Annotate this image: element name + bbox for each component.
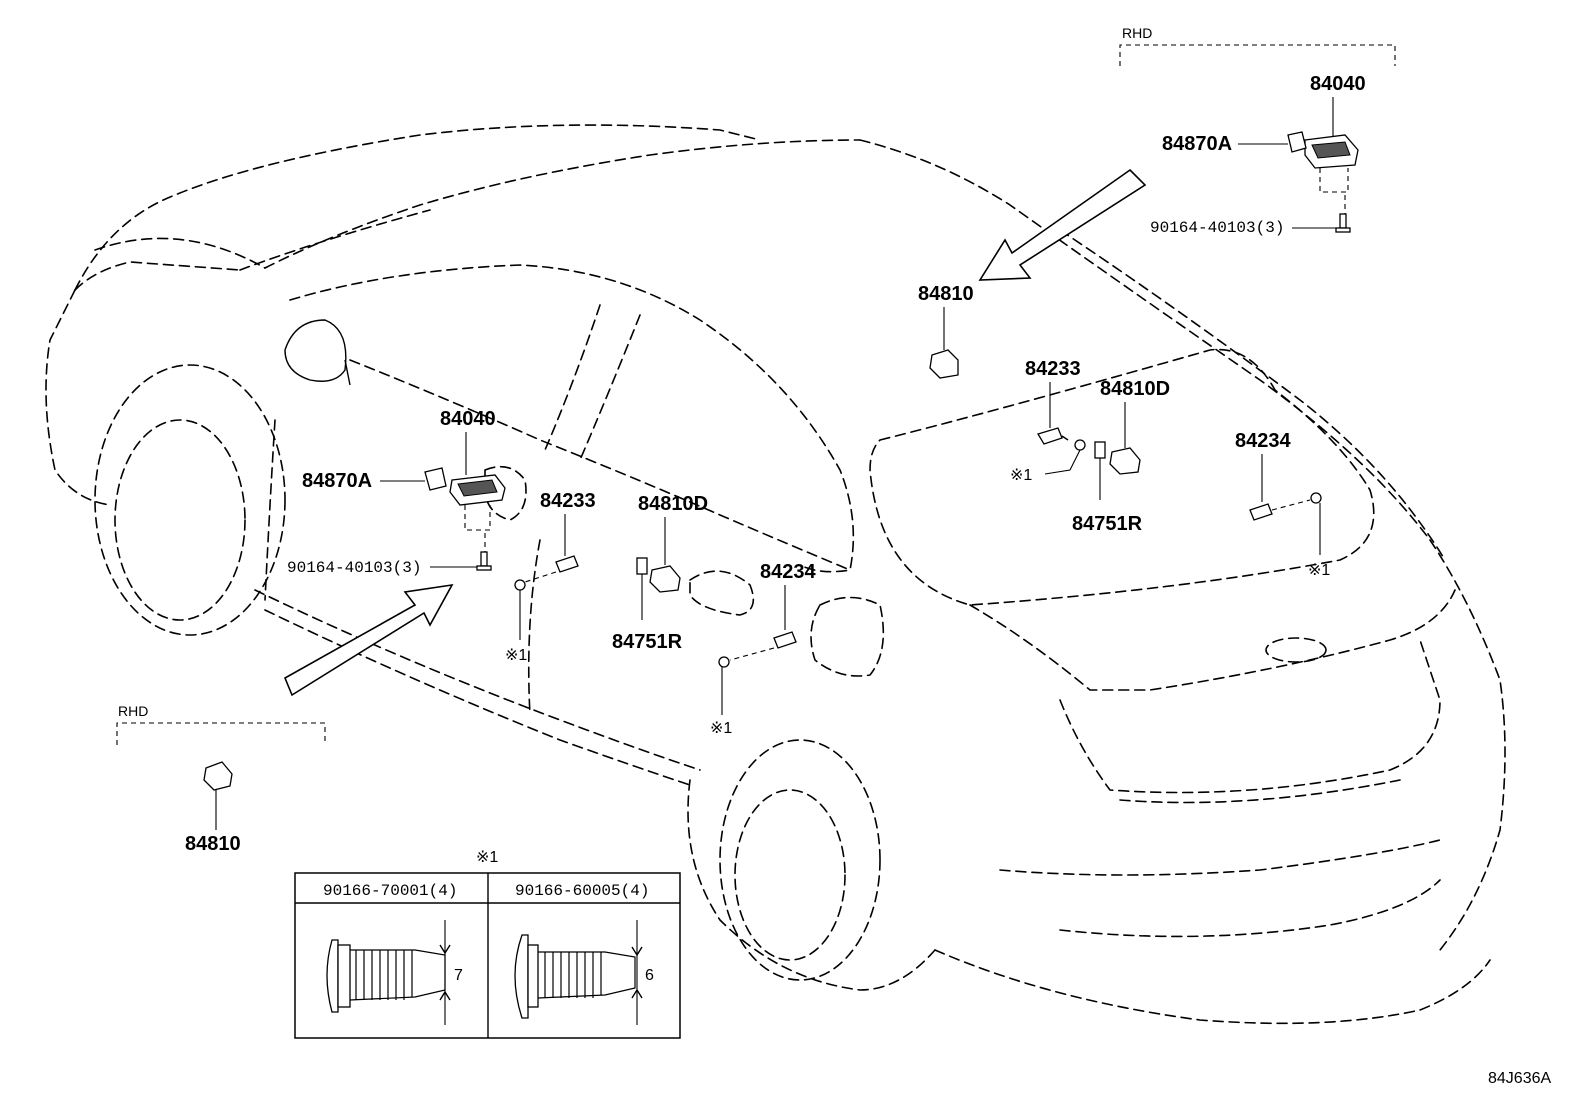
clip-ref1-b [1310, 492, 1322, 504]
switch-84810D-right [1109, 447, 1141, 475]
part-84234-left-label: 84234 [760, 561, 816, 583]
rhd-bottom-label: RHD [118, 703, 148, 719]
ref1-a-label: ※1 [1010, 467, 1032, 484]
clip-ref1-c [514, 579, 526, 591]
direction-arrow-right [978, 168, 1147, 281]
part-84751R-left-label: 84751R [612, 631, 683, 653]
part-84810D-right-label: 84810D [1100, 378, 1170, 400]
screw-left [476, 551, 492, 571]
part-84810-mid-label: 84810 [918, 283, 974, 305]
sensor-84233-right [1037, 427, 1069, 445]
switch-84810-bottom [203, 761, 233, 791]
fastener-table: ※1 90166-70001(4) 90166-60005(4) 7 6 [294, 849, 681, 1039]
ref1-b-label: ※1 [1308, 562, 1330, 579]
rhd-top-group: RHD 84040 84870A 90164-40103(3) [1119, 25, 1396, 237]
table-col1-dim: 7 [454, 967, 463, 984]
part-84233-right-label: 84233 [1025, 358, 1081, 380]
screw-left-label: 90164-40103(3) [287, 559, 421, 577]
power-window-switch-left [449, 474, 506, 506]
switch-84810-mid [929, 349, 959, 379]
part-84870A-left-label: 84870A [302, 470, 372, 492]
part-84040-top-label: 84040 [1310, 73, 1366, 95]
clip-ref1-d [718, 656, 730, 668]
power-window-switch-top [1304, 134, 1359, 169]
part-84810-bottom-label: 84810 [185, 833, 241, 855]
screw-top-label: 90164-40103(3) [1150, 219, 1284, 237]
connector-84751R-left [636, 557, 648, 575]
car-body-outline [45, 124, 1506, 1025]
part-84233-left-label: 84233 [540, 490, 596, 512]
switch-84810D-left [649, 565, 681, 593]
table-col1-header: 90166-70001(4) [323, 882, 457, 900]
fastener-90166-70001-drawing [326, 920, 451, 1025]
sensor-84234-right [1249, 503, 1273, 521]
clip-ref1-a [1074, 439, 1086, 451]
part-84040-left-label: 84040 [440, 408, 496, 430]
sensor-84233-left [555, 555, 579, 573]
screw-top [1335, 213, 1351, 233]
connector-84751R-right [1094, 441, 1106, 459]
rhd-bottom-group: RHD 84810 [116, 703, 326, 855]
part-84234-right-label: 84234 [1235, 430, 1291, 452]
table-ref-label: ※1 [476, 849, 498, 866]
door-parts: 84040 84870A 90164-40103(3) 84233 ※1 84 [287, 408, 816, 737]
table-col2-dim: 6 [645, 967, 654, 984]
ref1-d-label: ※1 [710, 720, 732, 737]
ref1-c-label: ※1 [505, 647, 527, 664]
switch-bezel-left [424, 467, 447, 491]
sensor-84234-left [773, 631, 797, 649]
rear-window-parts: 84810 84233 84810D 84751R ※1 84234 [918, 283, 1330, 579]
fastener-90166-60005-drawing [514, 920, 643, 1025]
part-84870A-top-label: 84870A [1162, 133, 1232, 155]
part-84751R-right-label: 84751R [1072, 513, 1143, 535]
rhd-top-label: RHD [1122, 25, 1152, 41]
diagram-code: 84J636A [1488, 1070, 1551, 1087]
switch-bezel-top [1287, 131, 1307, 153]
table-col2-header: 90166-60005(4) [515, 882, 649, 900]
direction-arrow-left [283, 583, 454, 697]
part-84810D-left-label: 84810D [638, 493, 708, 515]
